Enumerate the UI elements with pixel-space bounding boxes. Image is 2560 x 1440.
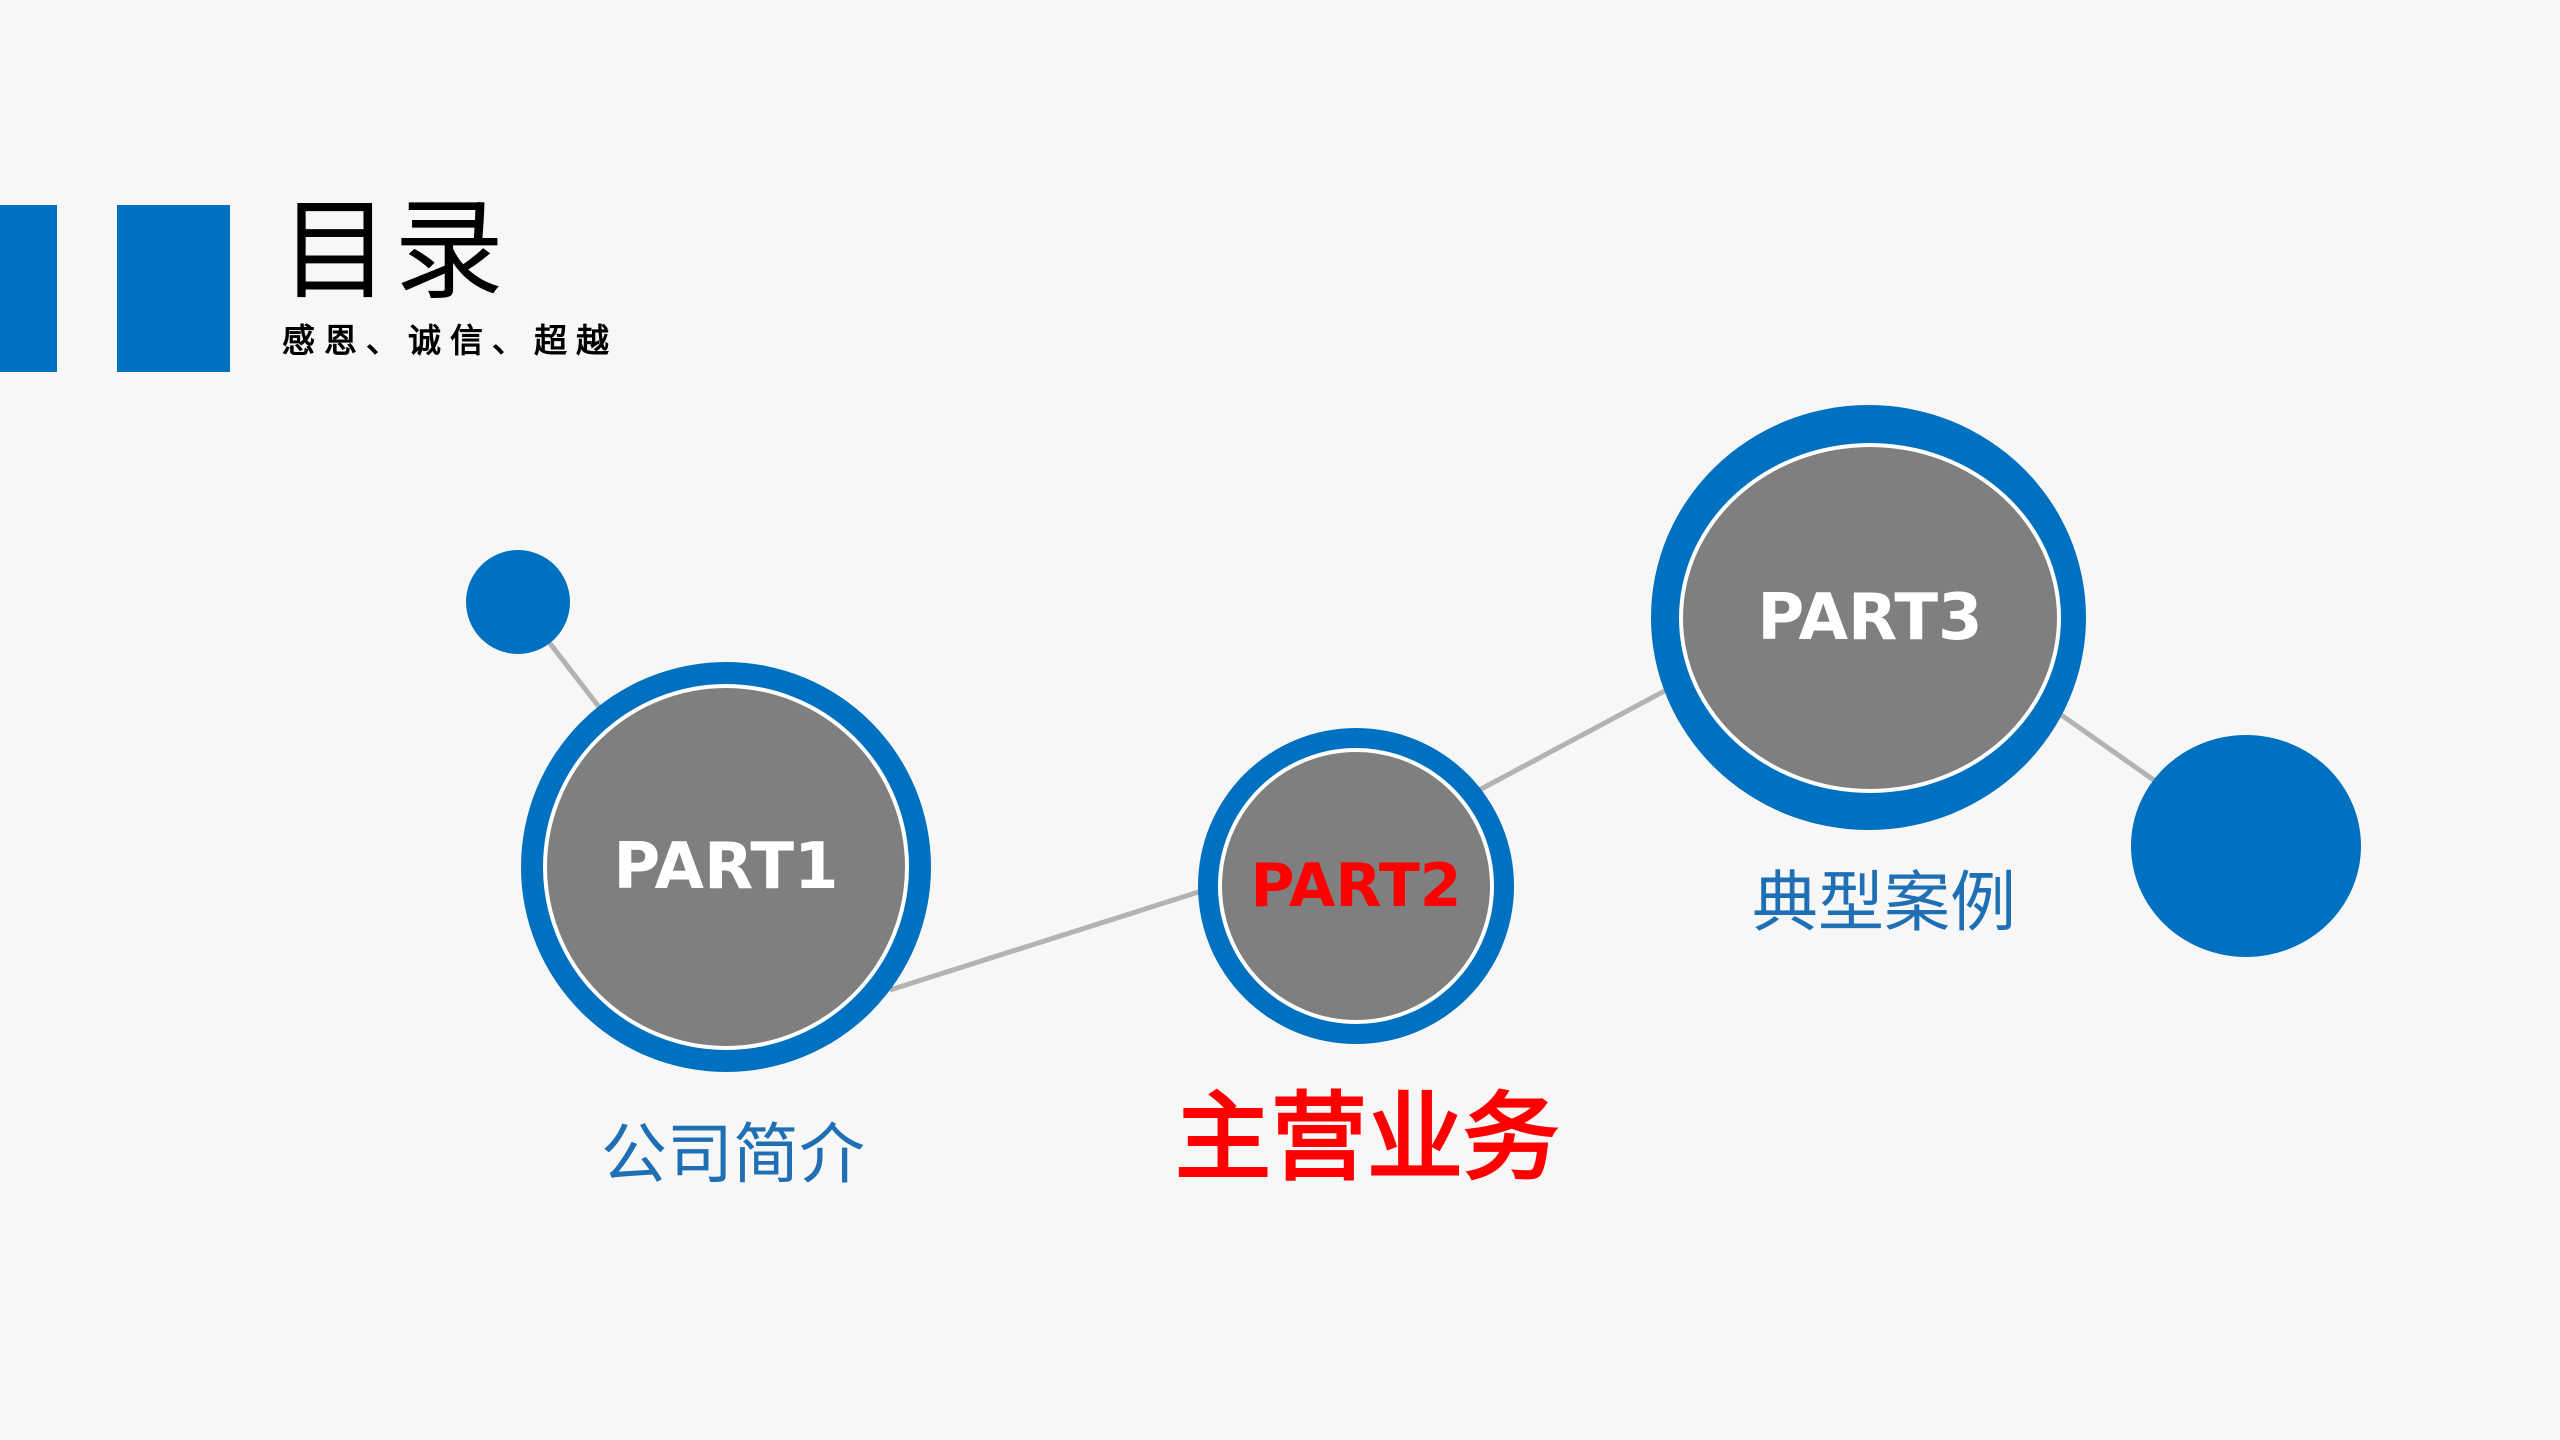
part3-circle: PART3 xyxy=(1679,443,2061,793)
decor-dot-small xyxy=(466,550,570,654)
connector-line-part2-to-part3 xyxy=(1468,669,1702,798)
decor-dot-large xyxy=(2131,735,2361,957)
part2-node[interactable]: PART2 xyxy=(1198,728,1514,1044)
accent-bar-right xyxy=(117,205,230,372)
part3-caption[interactable]: 典型案例 xyxy=(1752,864,2016,941)
part2-circle: PART2 xyxy=(1218,748,1494,1024)
part2-label: PART2 xyxy=(1250,851,1462,921)
connector-line-part1-to-part2 xyxy=(889,879,1231,993)
accent-bar-left xyxy=(0,205,57,372)
part1-caption[interactable]: 公司简介 xyxy=(601,1116,865,1193)
part1-node[interactable]: PART1 xyxy=(521,662,931,1072)
part3-label: PART3 xyxy=(1757,581,1983,655)
part2-caption[interactable]: 主营业务 xyxy=(1175,1082,1559,1194)
part3-node[interactable]: PART3 xyxy=(1651,405,2086,830)
part1-label: PART1 xyxy=(613,830,839,904)
part1-circle: PART1 xyxy=(543,684,909,1050)
page-subtitle: 感恩、诚信、超越 xyxy=(282,321,618,360)
page-title: 目录 xyxy=(280,187,508,315)
